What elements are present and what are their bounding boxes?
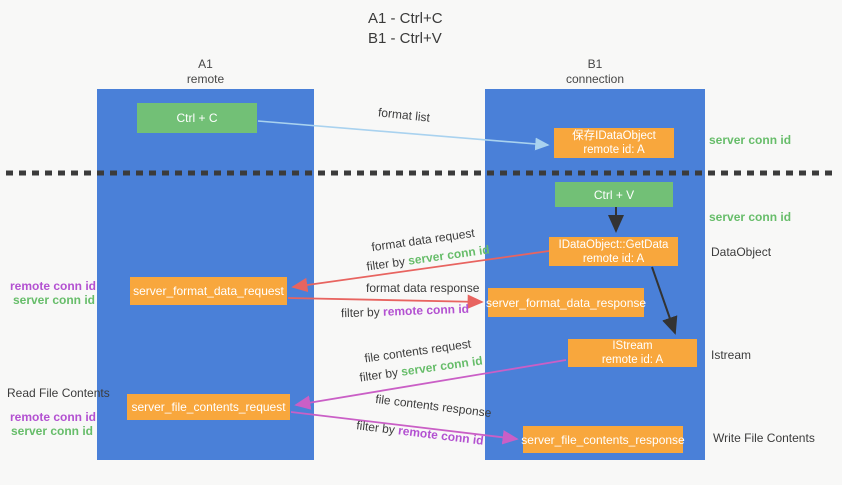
dataobject-annotation: DataObject	[711, 245, 772, 259]
remote-conn-id-key: remote conn id	[397, 423, 485, 448]
node-server-file-contents-request: server_file_contents_request	[127, 394, 290, 420]
lane-b1-role: connection	[565, 72, 625, 86]
remote-conn-id-key: remote conn id	[382, 301, 470, 319]
right-server-conn-id-top: server conn id	[709, 133, 792, 147]
read-file-contents-annotation: Read File Contents	[7, 386, 110, 400]
node-server-format-data-request-label: server_format_data_request	[133, 284, 284, 298]
filter-by-prefix: filter by	[355, 418, 400, 438]
node-ctrl-c-label: Ctrl + C	[176, 111, 218, 125]
title-line-2: B1 - Ctrl+V	[368, 30, 442, 47]
node-server-format-data-request: server_format_data_request	[130, 277, 287, 305]
node-istream: IStream remote id: A	[568, 339, 697, 367]
lane-a1-role: remote	[186, 72, 225, 86]
left-remote-conn-id-top: remote conn id	[10, 279, 97, 293]
format-list-label: format list	[377, 105, 431, 125]
lane-a1-name: A1	[198, 57, 213, 71]
file-contents-response-label: file contents response	[374, 391, 493, 421]
node-server-format-data-response-label: server_format_data_response	[485, 295, 647, 310]
node-server-format-data-response: server_format_data_response	[485, 288, 647, 317]
filter-by-prefix: filter by	[365, 253, 410, 274]
node-ctrl-v-label: Ctrl + V	[593, 187, 635, 202]
file-contents-response-filter-label: filter by remote conn id	[356, 418, 485, 447]
node-istream-line1: IStream	[612, 340, 653, 352]
lane-b1-name: B1	[587, 57, 603, 71]
left-server-conn-id-bottom: server conn id	[10, 424, 93, 438]
lane-header-b1: B1 connection	[485, 57, 705, 87]
node-idataobject-getdata-line2: remote id: A	[582, 252, 645, 265]
format-data-response-filter-label: filter by remote conn id	[341, 302, 469, 320]
filter-by-prefix: filter by	[340, 304, 384, 321]
node-server-file-contents-response: server_file_contents_response	[521, 426, 685, 453]
format-data-response-label: format data response	[366, 281, 480, 295]
node-server-file-contents-request-label: server_file_contents_request	[131, 400, 286, 414]
diagram-title: A1 - Ctrl+C B1 - Ctrl+V	[368, 9, 443, 49]
left-server-conn-id-top: server conn id	[12, 293, 95, 307]
istream-annotation: Istream	[711, 348, 752, 362]
left-remote-conn-id-bottom: remote conn id	[10, 410, 97, 424]
node-ctrl-c: Ctrl + C	[137, 103, 257, 133]
filter-by-prefix: filter by	[358, 364, 403, 385]
node-istream-line2: remote id: A	[601, 354, 664, 366]
node-idataobject-getdata-line1: IDataObject::GetData	[558, 238, 669, 251]
lane-header-a1: A1 remote	[97, 57, 314, 87]
right-server-conn-id-mid: server conn id	[709, 210, 792, 224]
title-line-1: A1 - Ctrl+C	[368, 10, 443, 27]
node-ctrl-v: Ctrl + V	[555, 182, 673, 207]
write-file-contents-annotation: Write File Contents	[713, 431, 815, 445]
node-server-file-contents-response-label: server_file_contents_response	[521, 432, 685, 447]
node-save-idataobject: 保存IDataObject remote id: A	[554, 128, 674, 158]
node-save-idataobject-line2: remote id: A	[583, 144, 645, 156]
node-idataobject-getdata: IDataObject::GetData remote id: A	[549, 237, 678, 266]
node-save-idataobject-line1: 保存IDataObject	[572, 130, 656, 142]
